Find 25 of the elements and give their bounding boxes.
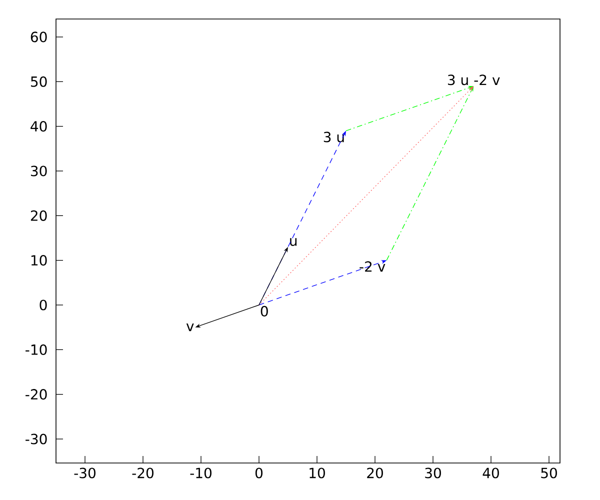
tick-label: 40: [30, 121, 47, 132]
vector-label: u: [290, 238, 297, 246]
tick-label: -30: [74, 468, 96, 478]
tick-label: 0: [40, 300, 47, 310]
tick-label: 20: [30, 210, 47, 221]
tick-label: 40: [482, 468, 499, 478]
tick-label: 10: [31, 255, 47, 266]
vector-label: 3 u -2 v: [448, 74, 500, 86]
tick-label: 30: [30, 166, 47, 176]
tick-label: 20: [367, 468, 383, 478]
tick-label: 60: [30, 32, 47, 42]
tick-label: -20: [132, 468, 154, 478]
vector-label: v: [186, 324, 194, 332]
tick-label: 0: [255, 468, 263, 478]
tick-label: -30: [26, 434, 47, 444]
tick-label: 50: [31, 76, 47, 87]
vector-label: -2 v: [360, 261, 386, 272]
vector-label: 0: [260, 306, 268, 316]
tick-label: 30: [425, 468, 441, 478]
tick-label: 50: [541, 468, 557, 478]
tick-label: 10: [310, 468, 325, 478]
tick-label: -20: [26, 389, 47, 400]
tick-label: -10: [26, 344, 47, 355]
tick-label: -10: [190, 468, 212, 478]
vector-label: 3 u: [324, 132, 344, 142]
